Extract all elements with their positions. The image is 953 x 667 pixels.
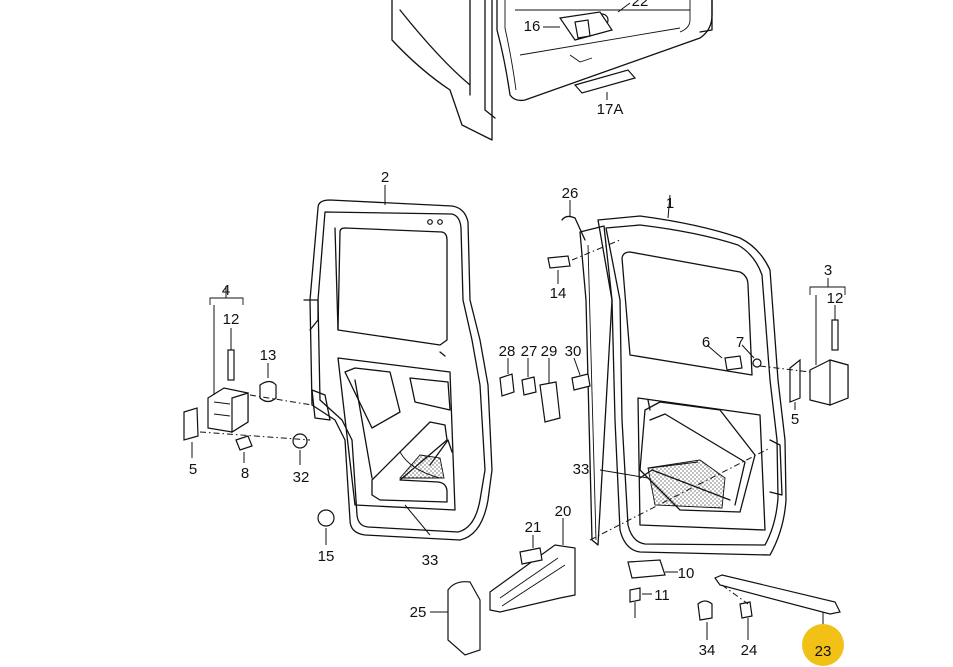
label-part-12-left[interactable]: 12 (223, 311, 240, 328)
part-labels: 2 1 26 3 12 4 12 13 14 28 27 29 30 6 7 5… (189, 0, 844, 660)
part-25-bracket (430, 581, 481, 656)
part-14-stud (547, 239, 621, 284)
label-part-21[interactable]: 21 (525, 519, 542, 536)
label-part-24[interactable]: 24 (741, 642, 758, 659)
label-part-13[interactable]: 13 (260, 347, 277, 364)
label-part-30[interactable]: 30 (565, 343, 582, 360)
part-26-seal (561, 200, 586, 241)
label-part-1[interactable]: 1 (666, 195, 674, 212)
vehicle-rear-body (391, 0, 713, 141)
label-part-11[interactable]: 11 (654, 587, 670, 604)
label-part-5-left[interactable]: 5 (189, 461, 197, 478)
label-part-33-left[interactable]: 33 (422, 552, 439, 569)
label-part-27[interactable]: 27 (521, 343, 538, 360)
label-part-5-right[interactable]: 5 (791, 411, 799, 428)
label-part-14[interactable]: 14 (550, 285, 567, 302)
label-part-3[interactable]: 3 (824, 262, 832, 279)
highlight-marker (802, 624, 844, 666)
part-4-hinge (183, 286, 335, 545)
label-part-6[interactable]: 6 (702, 334, 710, 351)
label-part-26[interactable]: 26 (562, 185, 579, 202)
label-part-8[interactable]: 8 (241, 465, 249, 482)
part-23-sill-trim (714, 574, 841, 632)
part-3-hinge (706, 278, 849, 410)
part-20-check-strap (489, 518, 576, 613)
left-door-panel (303, 185, 493, 541)
label-part-29[interactable]: 29 (541, 343, 558, 360)
label-part-22[interactable]: 22 (632, 0, 649, 10)
label-part-28[interactable]: 28 (499, 343, 516, 360)
label-part-23[interactable]: 23 (815, 643, 832, 660)
right-door-panel (579, 194, 787, 556)
label-part-10[interactable]: 10 (678, 565, 695, 582)
label-part-34[interactable]: 34 (699, 642, 716, 659)
label-part-20[interactable]: 20 (555, 503, 572, 520)
leader-33-right (599, 469, 649, 479)
part-34-24-clips (697, 584, 753, 640)
part-10-11-fasteners (627, 559, 678, 618)
label-part-15[interactable]: 15 (318, 548, 335, 565)
label-part-12-right[interactable]: 12 (827, 290, 844, 307)
leader-33-left (404, 504, 431, 536)
label-part-32[interactable]: 32 (293, 469, 310, 486)
label-part-2[interactable]: 2 (381, 169, 389, 186)
label-part-7[interactable]: 7 (736, 334, 744, 351)
label-part-4[interactable]: 4 (222, 282, 230, 299)
label-part-25[interactable]: 25 (410, 604, 427, 621)
parts-27-30-latch (499, 357, 591, 423)
label-part-16[interactable]: 16 (524, 18, 541, 35)
label-part-33-right[interactable]: 33 (573, 461, 590, 478)
label-part-17a[interactable]: 17A (597, 101, 624, 118)
